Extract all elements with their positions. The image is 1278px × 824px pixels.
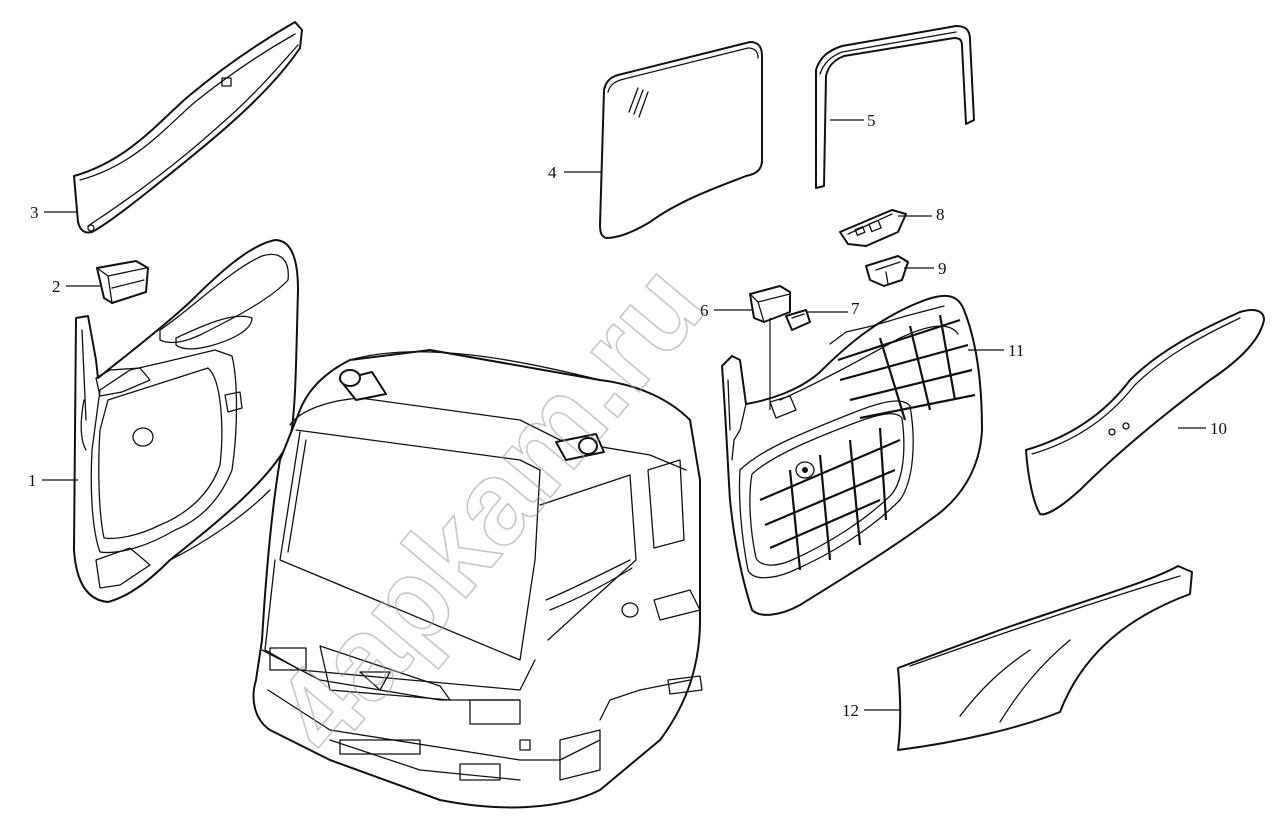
- part-6-handle-housing: [749, 285, 791, 323]
- callout-8: 8: [936, 205, 945, 224]
- part-5-glass-run-channel: [815, 25, 975, 189]
- leader-lines: [42, 119, 1206, 711]
- part-7-latch: [785, 309, 811, 331]
- callout-6: 6: [700, 301, 709, 320]
- callout-7: 7: [851, 299, 860, 318]
- callout-5: 5: [867, 111, 876, 130]
- part-12-fender-panel: [897, 565, 1193, 751]
- callout-11: 11: [1008, 341, 1024, 360]
- callout-3: 3: [30, 203, 39, 222]
- callout-9: 9: [938, 259, 947, 278]
- part-10-right-upper-trim: [1025, 309, 1265, 516]
- callout-10: 10: [1210, 419, 1227, 438]
- part-2-door-pocket: [96, 260, 149, 304]
- part-3-upper-trim-panel: [73, 21, 303, 234]
- callout-12: 12: [842, 701, 859, 720]
- callout-2: 2: [52, 277, 61, 296]
- part-1-left-door-trim: [73, 239, 299, 603]
- part-9-bracket: [865, 255, 909, 287]
- part-11-right-door-inner-panel: [721, 294, 983, 616]
- callout-1: 1: [28, 471, 37, 490]
- callout-4: 4: [548, 163, 557, 182]
- callout-labels: 1 2 3 4 5 6 7 8 9 10 11 12: [28, 111, 1227, 720]
- part-4-door-glass: [599, 41, 763, 239]
- part-8-window-switch: [839, 209, 907, 247]
- truck-cab-assembly: [252, 349, 703, 809]
